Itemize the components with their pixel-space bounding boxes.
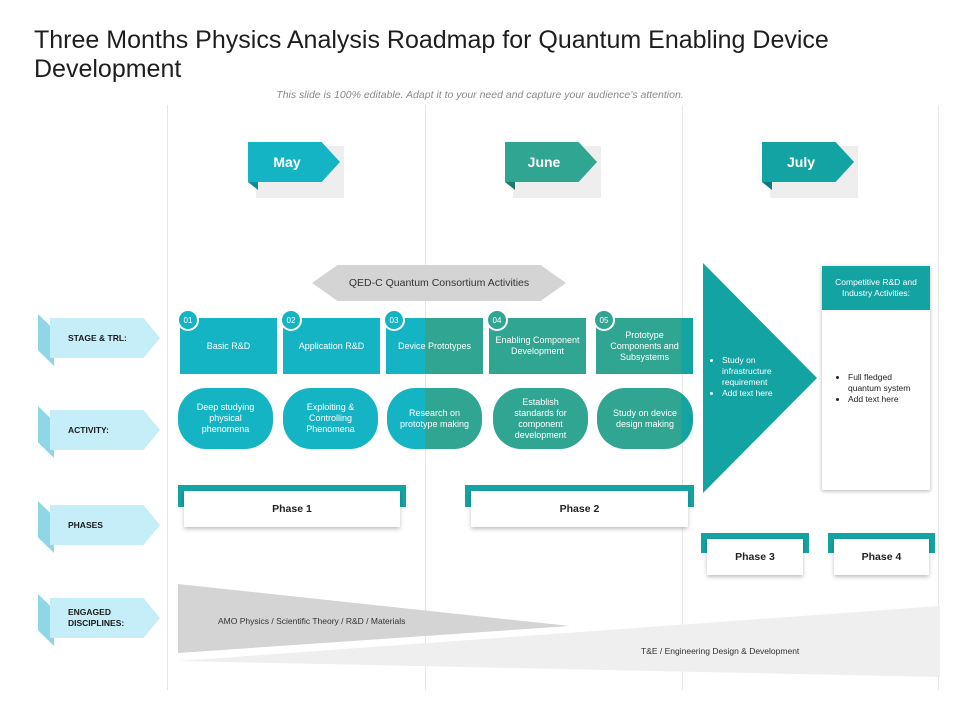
bullet-item: Add text here — [848, 394, 924, 405]
bullet-item: Full fledged quantum system — [848, 372, 924, 394]
month-label: June — [505, 142, 597, 182]
phase-bracket — [701, 533, 707, 553]
phase-bracket — [929, 533, 935, 553]
competitive-header: Competitive R&D and Industry Activities: — [822, 266, 930, 310]
amo-disciplines-text: AMO Physics / Scientific Theory / R&D / … — [218, 616, 406, 626]
month-june: June — [505, 142, 601, 198]
activity-pill: Research on prototype making — [387, 388, 482, 449]
row-label-activity: ACTIVITY: — [38, 406, 160, 458]
consortium-arrow: QED-C Quantum Consortium Activities — [312, 265, 566, 301]
competitive-body: Full fledged quantum system Add text her… — [822, 310, 930, 405]
stage-number-badge: 02 — [280, 309, 302, 331]
phase-bracket — [828, 533, 834, 553]
phase-bracket — [828, 533, 935, 541]
month-july: July — [762, 142, 858, 198]
activity-pill: Exploiting & Controlling Phenomena — [283, 388, 378, 449]
page-title: Three Months Physics Analysis Roadmap fo… — [34, 26, 829, 83]
row-label-disciplines: ENGAGED DISCIPLINES: — [38, 594, 160, 646]
bullet-item: Study on infrastructure requirement — [722, 355, 800, 388]
july-arrow-text: Study on infrastructure requirement Add … — [710, 355, 800, 399]
phase-bracket — [688, 485, 694, 507]
phase-4-box: Phase 4 — [834, 539, 929, 575]
phase-2-box: Phase 2 — [471, 491, 688, 527]
row-label-phases: PHASES — [38, 501, 160, 553]
month-label: July — [762, 142, 854, 182]
stage-number-badge: 01 — [177, 309, 199, 331]
phase-bracket — [178, 485, 184, 507]
activity-pill: Study on device design making — [597, 388, 693, 449]
phase-1-box: Phase 1 — [184, 491, 400, 527]
amo-wedge — [178, 584, 570, 653]
stage-number-badge: 04 — [486, 309, 508, 331]
phase-3-box: Phase 3 — [707, 539, 803, 575]
activity-pill: Deep studying physical phenomena — [178, 388, 273, 449]
column-divider — [938, 105, 939, 690]
page-subtitle: This slide is 100% editable. Adapt it to… — [276, 89, 684, 101]
engineering-disciplines-text: T&E / Engineering Design & Development — [641, 646, 800, 656]
phase-bracket — [803, 533, 809, 553]
stage-number-badge: 05 — [593, 309, 615, 331]
phase-bracket — [701, 533, 809, 541]
engineering-wedge — [178, 606, 940, 677]
bullet-item: Add text here — [722, 388, 800, 399]
phase-bracket — [465, 485, 471, 507]
stage-number-badge: 03 — [383, 309, 405, 331]
phase-bracket — [178, 485, 406, 493]
activity-pill: Establish standards for component develo… — [493, 388, 588, 449]
row-label-stage: STAGE & TRL: — [38, 314, 160, 366]
month-label: May — [248, 142, 340, 182]
month-may: May — [248, 142, 344, 198]
phase-bracket — [400, 485, 406, 507]
column-divider — [167, 105, 168, 690]
phase-bracket — [465, 485, 694, 493]
competitive-card: Competitive R&D and Industry Activities:… — [822, 266, 930, 490]
